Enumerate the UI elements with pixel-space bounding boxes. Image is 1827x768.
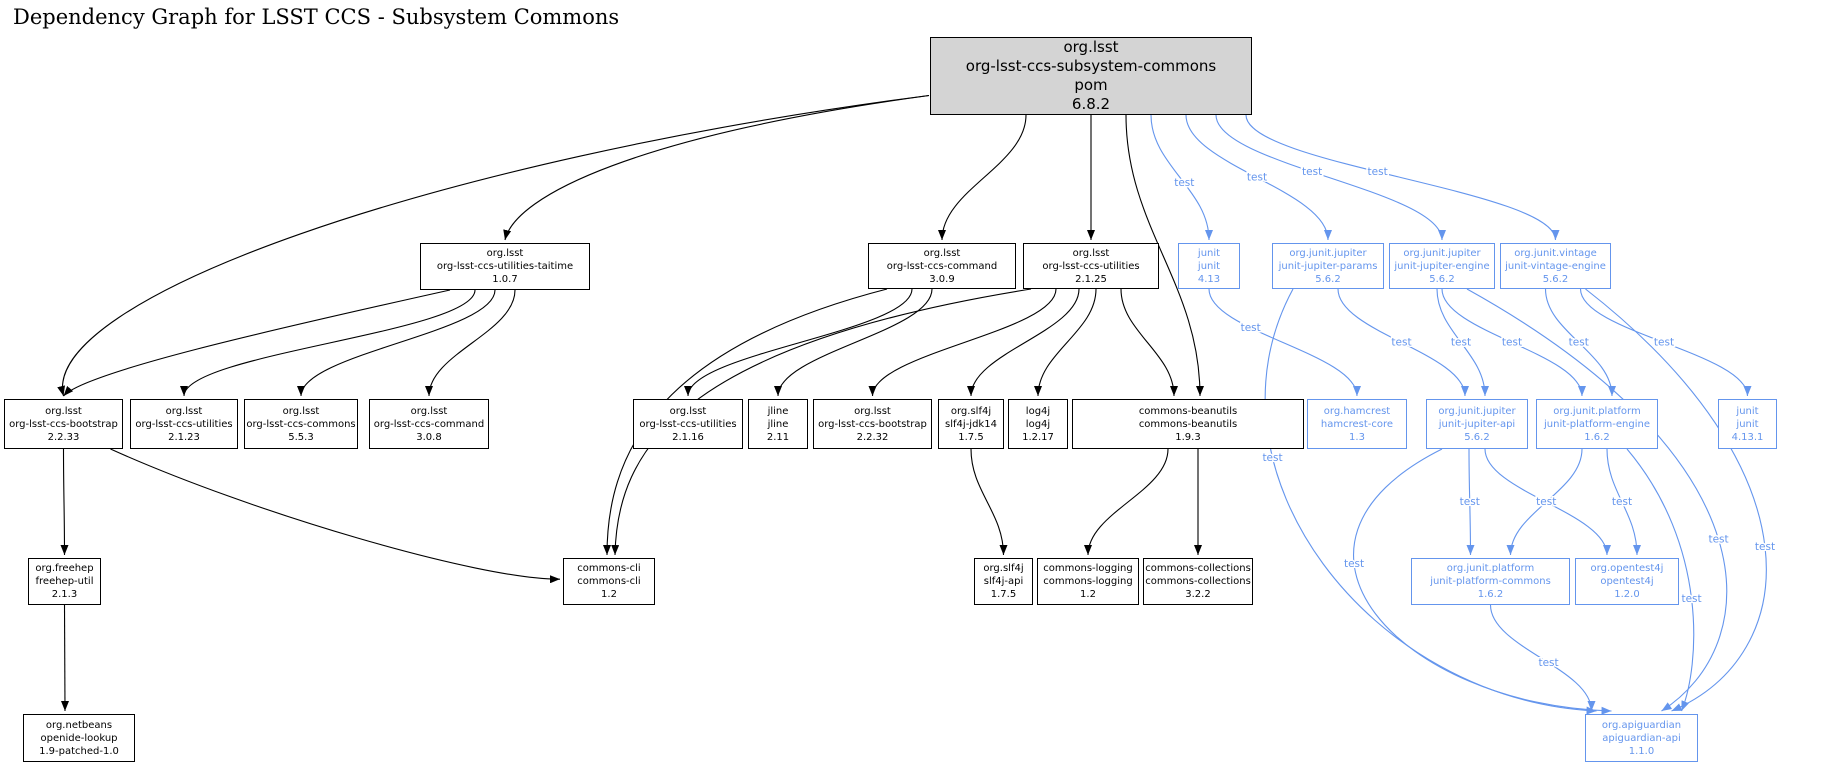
edge-scope-label: test bbox=[1654, 337, 1674, 349]
edge-utilities2125-slf4j_jdk14 bbox=[967, 288, 1080, 397]
edge-taitime-bootstrap2233 bbox=[63, 289, 451, 397]
edge-vintage-platform_engine bbox=[1544, 288, 1616, 397]
edge-engine-jupiter_api bbox=[1436, 288, 1489, 397]
edge-scope-label: test bbox=[1755, 541, 1775, 553]
edge-scope-label: test bbox=[1368, 166, 1388, 178]
edge-utilities2125-beanutils bbox=[1120, 288, 1178, 397]
edge-freehep-openide bbox=[60, 604, 69, 712]
edge-params-jupiter_api bbox=[1337, 288, 1469, 397]
edge-engine-apiguardian bbox=[1466, 288, 1728, 712]
edge-scope-label: test bbox=[1344, 558, 1364, 570]
graph-title: Dependency Graph for LSST CCS - Subsyste… bbox=[13, 5, 620, 29]
edge-scope-label: test bbox=[1536, 496, 1556, 508]
edge-platform_engine-platform_commons bbox=[1506, 448, 1583, 556]
edge-root-bootstrap2233 bbox=[57, 94, 930, 397]
edge-bootstrap2233-commons_cli bbox=[110, 448, 561, 584]
edge-jupiter_api-platform_commons bbox=[1466, 448, 1475, 556]
edge-scope-label: test bbox=[1612, 496, 1632, 508]
edge-utilities2125-commons_cli bbox=[611, 288, 1032, 556]
edge-utilities2125-log4j bbox=[1034, 288, 1097, 397]
edge-root-engine bbox=[1215, 114, 1446, 241]
edge-scope-label: test bbox=[1262, 452, 1282, 464]
edge-command309-jline bbox=[774, 288, 933, 397]
edge-root-vintage bbox=[1245, 114, 1560, 241]
edge-scope-label: test bbox=[1708, 533, 1728, 545]
edge-root-beanutils bbox=[1125, 114, 1204, 397]
edge-command309-utilities2116 bbox=[684, 288, 913, 397]
edge-scope-label: test bbox=[1451, 337, 1471, 349]
edge-scope-label: test bbox=[1174, 177, 1194, 189]
edge-bootstrap2233-freehep bbox=[60, 448, 69, 556]
edge-scope-label: test bbox=[1538, 657, 1558, 669]
edge-taitime-utilities2123 bbox=[180, 289, 476, 397]
edge-utilities2125-bootstrap2232 bbox=[868, 288, 1057, 397]
edge-root-params bbox=[1185, 114, 1332, 241]
edge-vintage-junit4131 bbox=[1579, 288, 1752, 397]
edge-root-taitime bbox=[503, 94, 930, 241]
edge-platform_engine-apiguardian bbox=[1626, 448, 1695, 712]
edge-slf4j_jdk14-slf4j_api bbox=[970, 448, 1008, 556]
edge-scope-label: test bbox=[1681, 593, 1701, 605]
edge-scope-label: test bbox=[1460, 496, 1480, 508]
edge-root-command309 bbox=[938, 114, 1027, 241]
edge-junit413-hamcrest bbox=[1208, 288, 1361, 397]
edge-platform_commons-apiguardian bbox=[1489, 604, 1596, 712]
edge-beanutils-commons_logging bbox=[1084, 448, 1169, 556]
edge-scope-label: test bbox=[1241, 322, 1261, 334]
edge-root-junit413 bbox=[1150, 114, 1213, 241]
edge-scope-label: test bbox=[1302, 166, 1322, 178]
edge-taitime-command308 bbox=[425, 289, 516, 397]
edge-scope-label: test bbox=[1247, 172, 1267, 184]
edge-vintage-apiguardian bbox=[1585, 288, 1767, 712]
edge-scope-label: test bbox=[1502, 337, 1522, 349]
edge-jupiter_api-apiguardian bbox=[1353, 448, 1612, 715]
edge-scope-label: test bbox=[1536, 496, 1556, 508]
edge-scope-label: test bbox=[1391, 337, 1411, 349]
edge-taitime-commons553 bbox=[297, 289, 496, 397]
edge-engine-platform_engine bbox=[1441, 288, 1586, 397]
edge-scope-label: test bbox=[1569, 337, 1589, 349]
edge-platform_engine-opentest4j bbox=[1606, 448, 1641, 556]
